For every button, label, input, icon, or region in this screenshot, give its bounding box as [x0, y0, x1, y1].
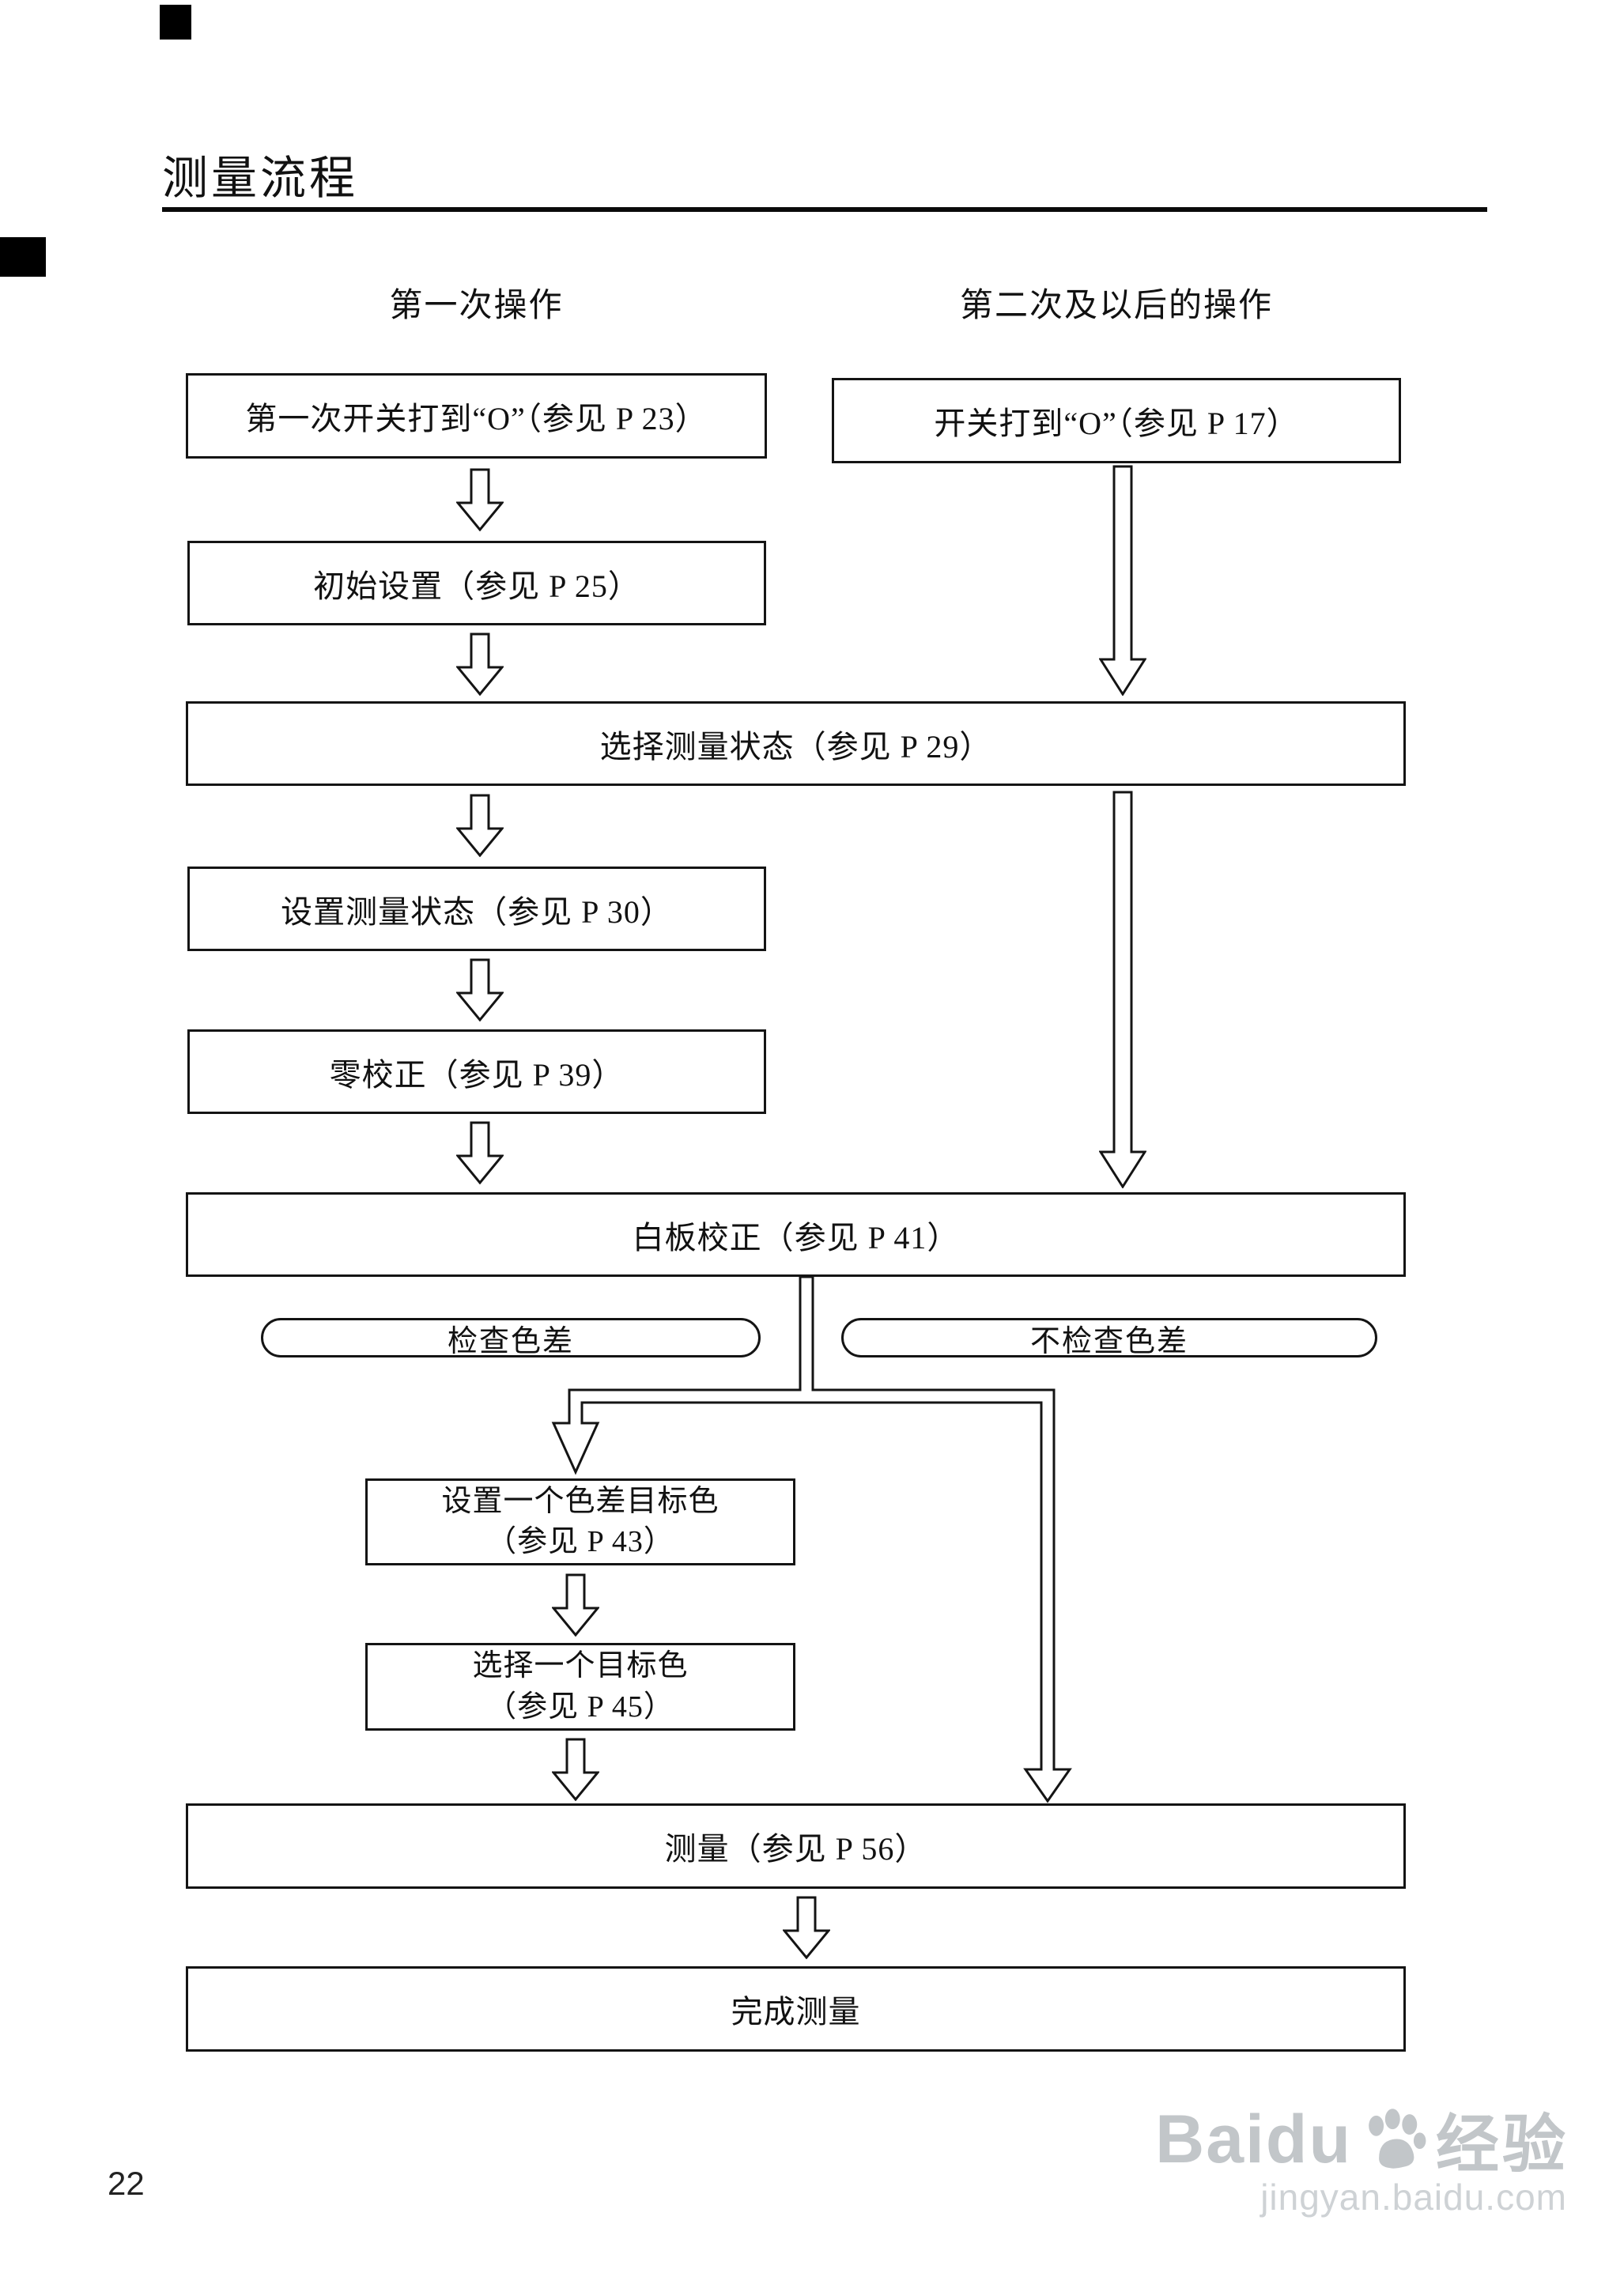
flow-node-set-target-color: 设置一个色差目标色 （参见 P 43） — [365, 1478, 795, 1565]
chapter-mark-top — [160, 5, 191, 40]
flow-node-initial-setup: 初始设置（参见 P 25） — [187, 541, 766, 625]
long-down-arrow-icon — [1099, 791, 1146, 1188]
flow-node-select-target-color-line1: 选择一个目标色 — [472, 1649, 689, 1683]
watermark-url: jingyan.baidu.com — [1260, 2177, 1567, 2218]
flow-node-select-target-color-line2: （参见 P 45） — [486, 1690, 674, 1724]
chapter-tab-left-edge — [0, 237, 46, 277]
flow-node-white-calibration: 白板校正（参见 P 41） — [186, 1192, 1406, 1277]
watermark-brand-word: Baidu — [1155, 2101, 1352, 2177]
watermark-brand: Baidu 经验 — [1155, 2094, 1569, 2185]
paw-icon — [1369, 2109, 1426, 2169]
down-arrow-icon — [783, 1896, 830, 1959]
flow-node-set-measurement-state: 设置测量状态（参见 P 30） — [187, 867, 766, 951]
flow-node-select-target-color: 选择一个目标色 （参见 P 45） — [365, 1643, 795, 1731]
down-arrow-icon — [456, 1121, 504, 1184]
column-header-first-operation: 第一次操作 — [389, 288, 564, 324]
branch-label-no-check-color-difference: 不检查色差 — [841, 1318, 1377, 1358]
down-arrow-icon — [456, 632, 504, 696]
branch-connector-icon — [551, 1277, 1072, 1803]
down-arrow-icon — [456, 794, 504, 857]
flow-node-set-target-color-line2: （参见 P 43） — [486, 1525, 674, 1558]
page-number: 22 — [108, 2165, 145, 2202]
flow-node-finish: 完成测量 — [186, 1966, 1406, 2052]
column-header-subsequent-operation: 第二次及以后的操作 — [959, 288, 1273, 324]
down-arrow-icon — [456, 958, 504, 1021]
flow-node-power-on: 开关打到“O”（参见 P 17） — [832, 378, 1401, 463]
flow-node-measure: 测量（参见 P 56） — [186, 1803, 1406, 1889]
page-title: 测量流程 — [162, 153, 359, 204]
long-down-arrow-icon — [1099, 465, 1146, 696]
branch-label-check-color-difference: 检查色差 — [261, 1318, 761, 1358]
flow-node-select-measurement-state: 选择测量状态（参见 P 29） — [186, 701, 1406, 786]
down-arrow-icon — [456, 468, 504, 531]
watermark-brand-cn: 经验 — [1436, 2109, 1569, 2180]
flow-node-set-target-color-line1: 设置一个色差目标色 — [441, 1484, 719, 1518]
down-arrow-icon — [552, 1738, 599, 1801]
flow-node-zero-calibration: 零校正（参见 P 39） — [187, 1029, 766, 1114]
title-underline — [162, 207, 1487, 212]
flow-node-first-power-on: 第一次开关打到“O”（参见 P 23） — [186, 373, 767, 459]
down-arrow-icon — [552, 1573, 599, 1637]
